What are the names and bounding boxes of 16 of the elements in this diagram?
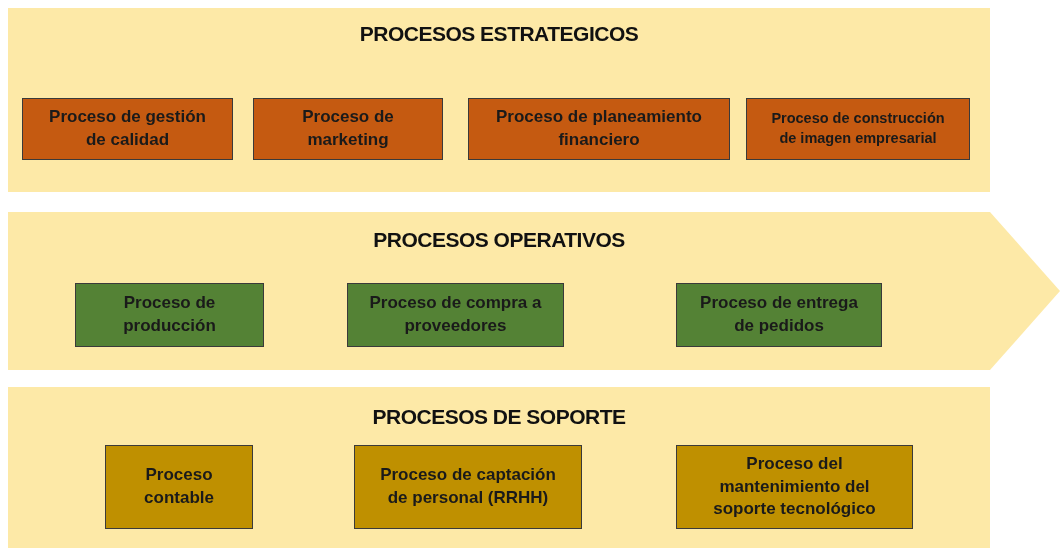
process-box: Proceso de entrega de pedidos [676, 283, 882, 347]
process-box: Proceso de producción [75, 283, 264, 347]
process-box: Proceso contable [105, 445, 253, 529]
process-box: Proceso de compra a proveedores [347, 283, 564, 347]
band-background [8, 8, 990, 192]
arrow-band [8, 212, 1060, 370]
process-box: Proceso del mantenimiento del soporte tecnológico [676, 445, 913, 529]
band-heading: PROCESOS DE SOPORTE [371, 405, 627, 429]
band-background [8, 387, 990, 548]
process-box: Proceso de construcción de imagen empresarial [746, 98, 970, 160]
process-box: Proceso de planeamiento financiero [468, 98, 730, 160]
process-box: Proceso de gestión de calidad [22, 98, 233, 160]
band-heading: PROCESOS OPERATIVOS [372, 228, 626, 252]
process-box: Proceso de captación de personal (RRHH) [354, 445, 582, 529]
band-heading: PROCESOS ESTRATEGICOS [358, 22, 640, 46]
process-box: Proceso de marketing [253, 98, 443, 160]
